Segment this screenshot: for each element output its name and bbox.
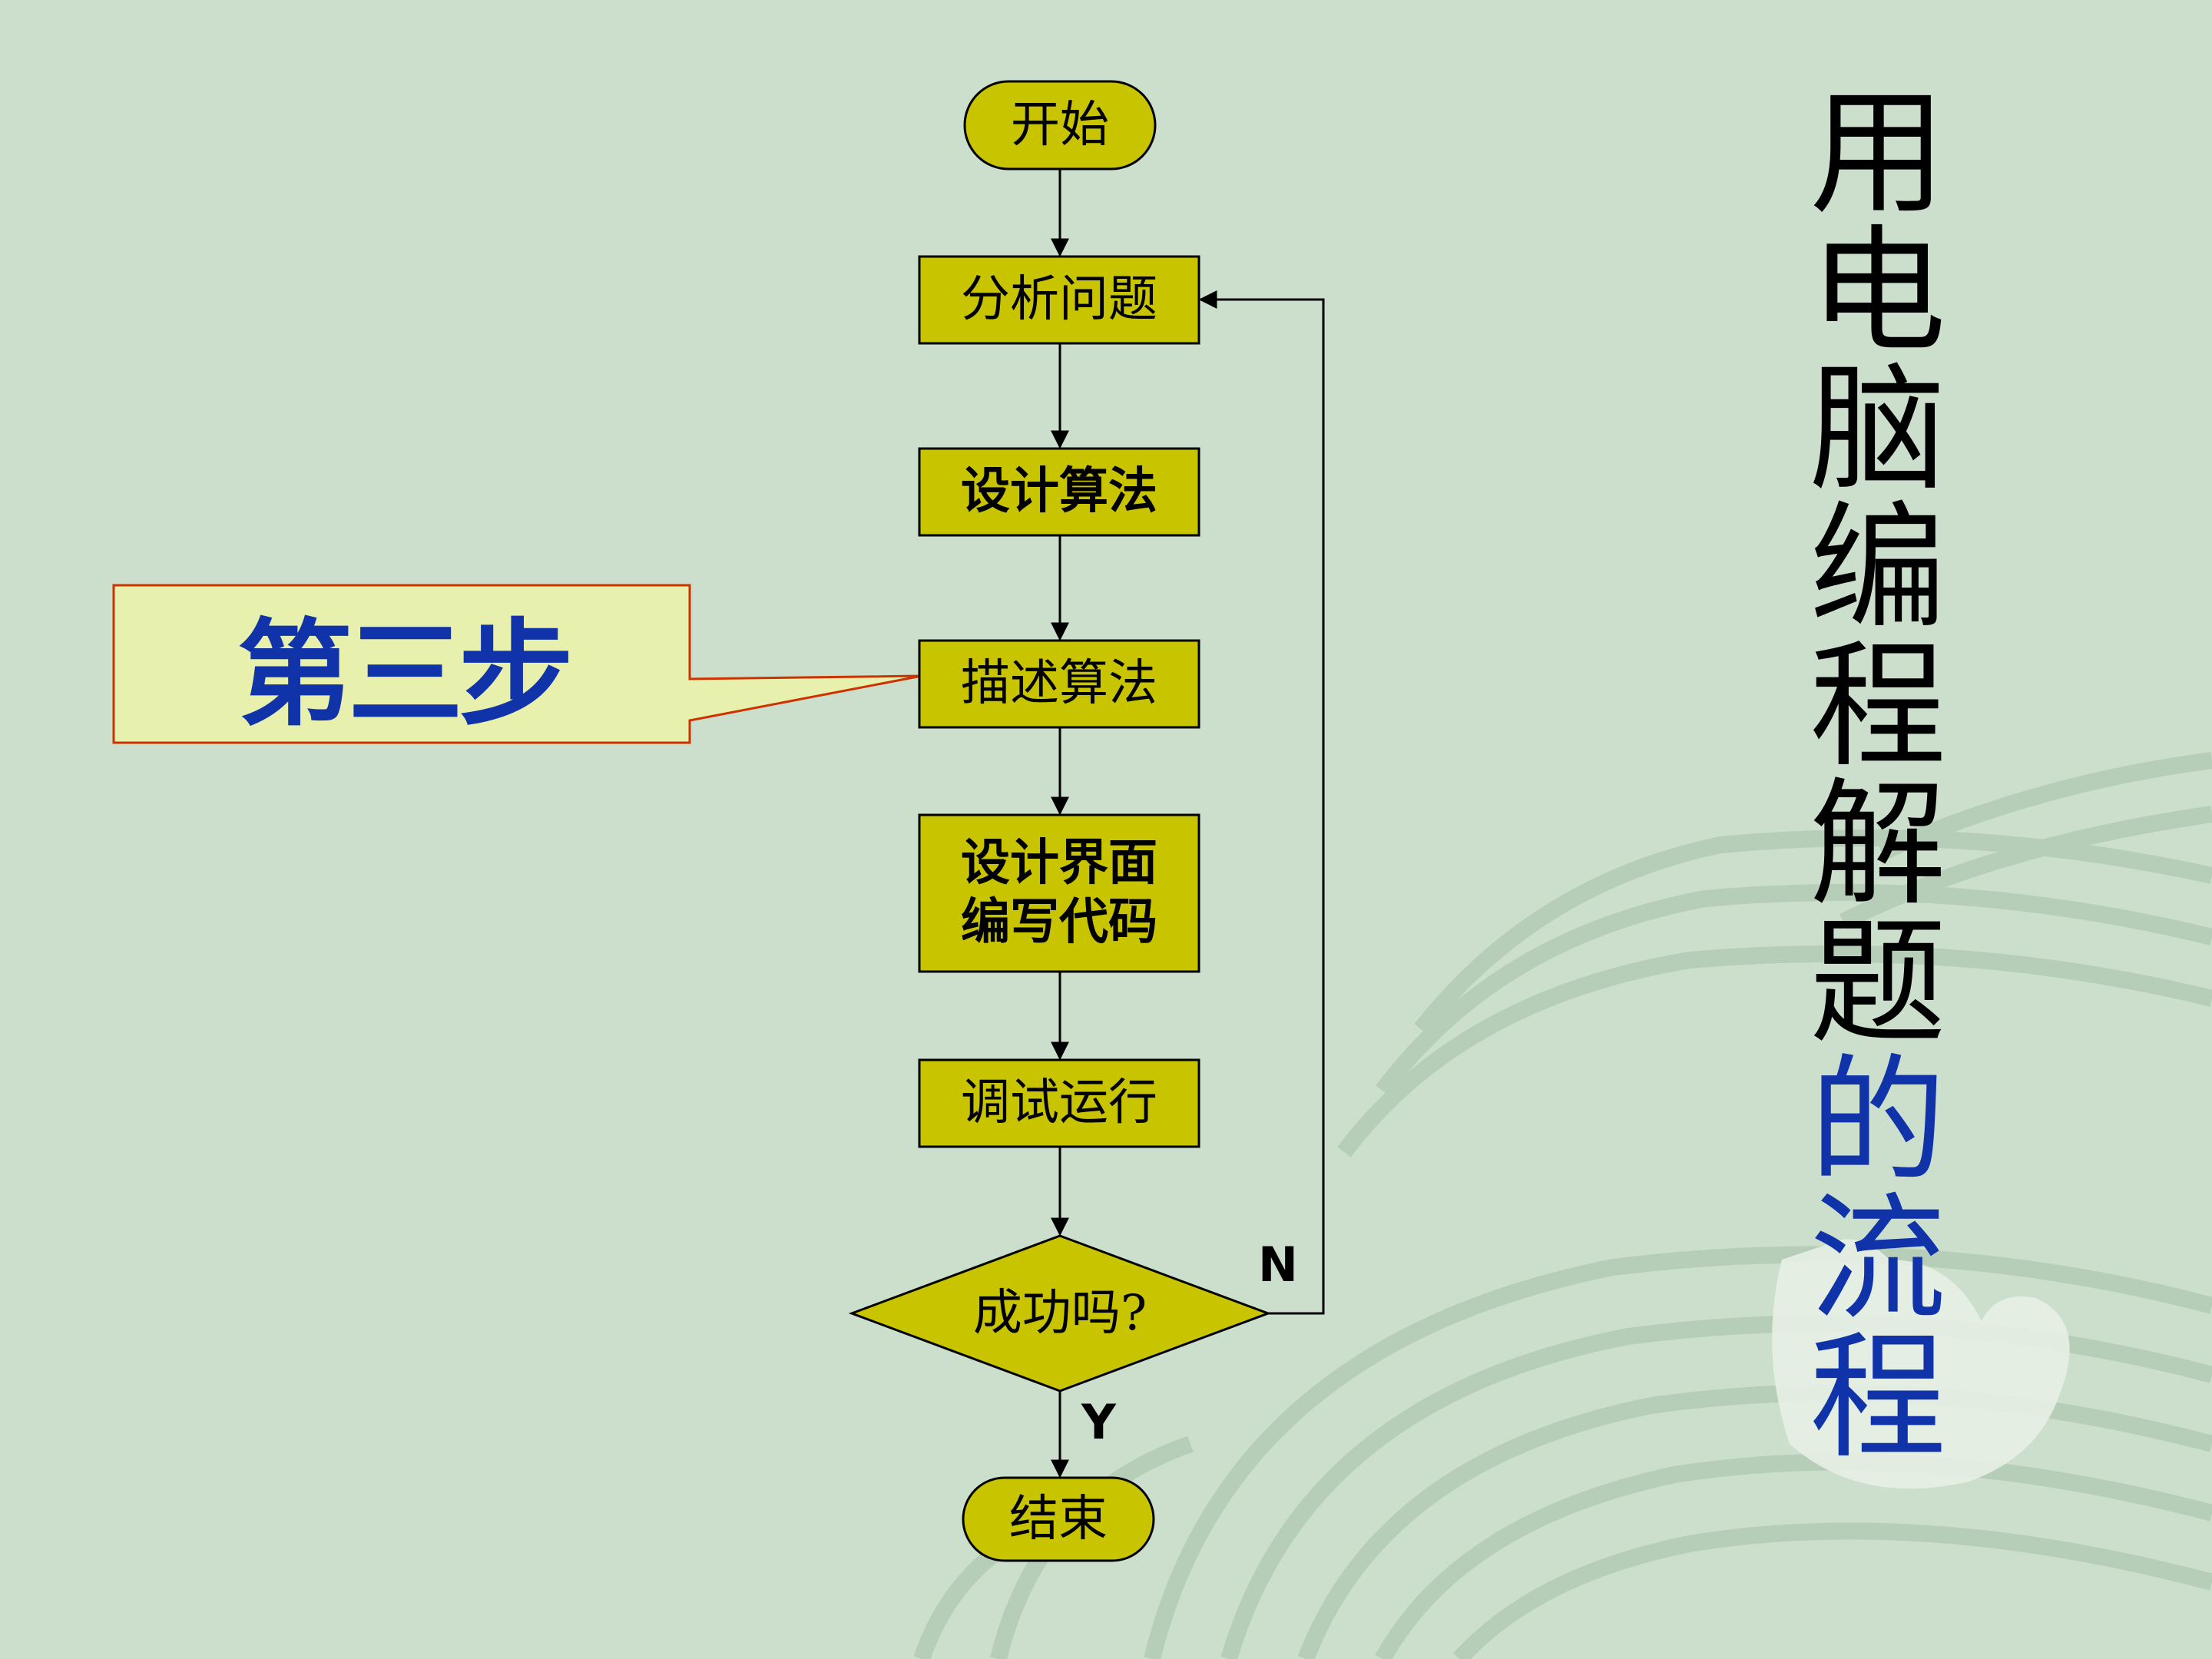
slide-title: 用电脑编程解题的流程 [1801,84,1955,1467]
title-char-blue: 流 [1810,1180,1946,1339]
title-char-black: 用 [1810,74,1946,233]
title-char-black: 脑 [1810,350,1946,509]
step-design-code-box [918,813,1200,973]
title-char-blue: 程 [1810,1318,1946,1477]
step-design-algorithm-box [918,447,1200,537]
decision-diamond [848,1234,1272,1392]
start-terminator [963,80,1157,171]
yes-branch-label: Y [1081,1394,1116,1450]
callout-text: 第三步 [237,606,574,742]
end-terminator [962,1476,1155,1562]
step-analyze-box [918,255,1200,345]
no-branch-label: N [1258,1237,1298,1293]
title-char-black: 题 [1810,903,1946,1062]
callout-shape [112,584,922,744]
title-char-black: 程 [1810,627,1946,786]
title-char-blue: 的 [1810,1041,1946,1200]
arrow-loop-back [1198,290,1325,1315]
step-debug-box [918,1058,1200,1148]
step-describe-algorithm-box [918,639,1200,729]
title-char-black: 电 [1810,212,1946,371]
title-char-black: 解 [1810,765,1946,924]
title-char-black: 编 [1810,488,1946,647]
